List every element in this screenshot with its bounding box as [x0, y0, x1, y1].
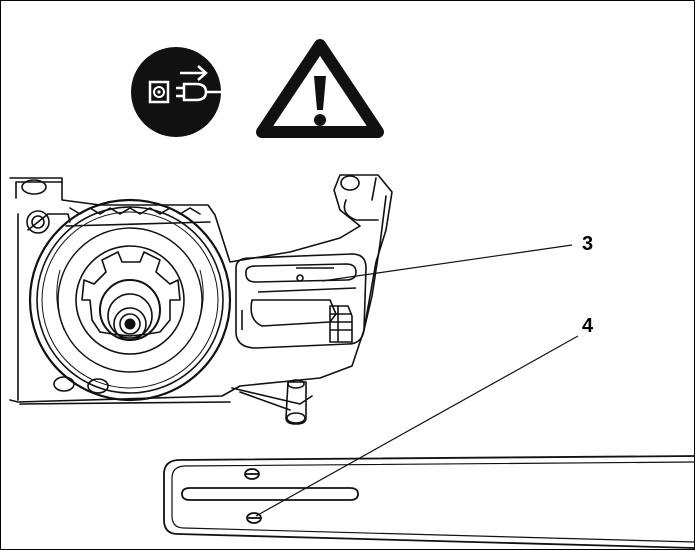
guide-bar — [163, 455, 695, 549]
callout-4-label: 4 — [582, 315, 594, 337]
bar-adjusting-hole — [246, 512, 262, 524]
callout-3-leader — [321, 244, 573, 282]
warning-triangle-icon — [256, 39, 384, 138]
unplug-mains-plug-icon — [131, 47, 222, 137]
bar-adjusting-slide — [235, 253, 367, 425]
callout-3-label: 3 — [582, 233, 593, 255]
sprocket-drum — [28, 198, 232, 402]
chainsaw-housing — [9, 174, 393, 411]
callout-4-leader — [255, 335, 579, 517]
